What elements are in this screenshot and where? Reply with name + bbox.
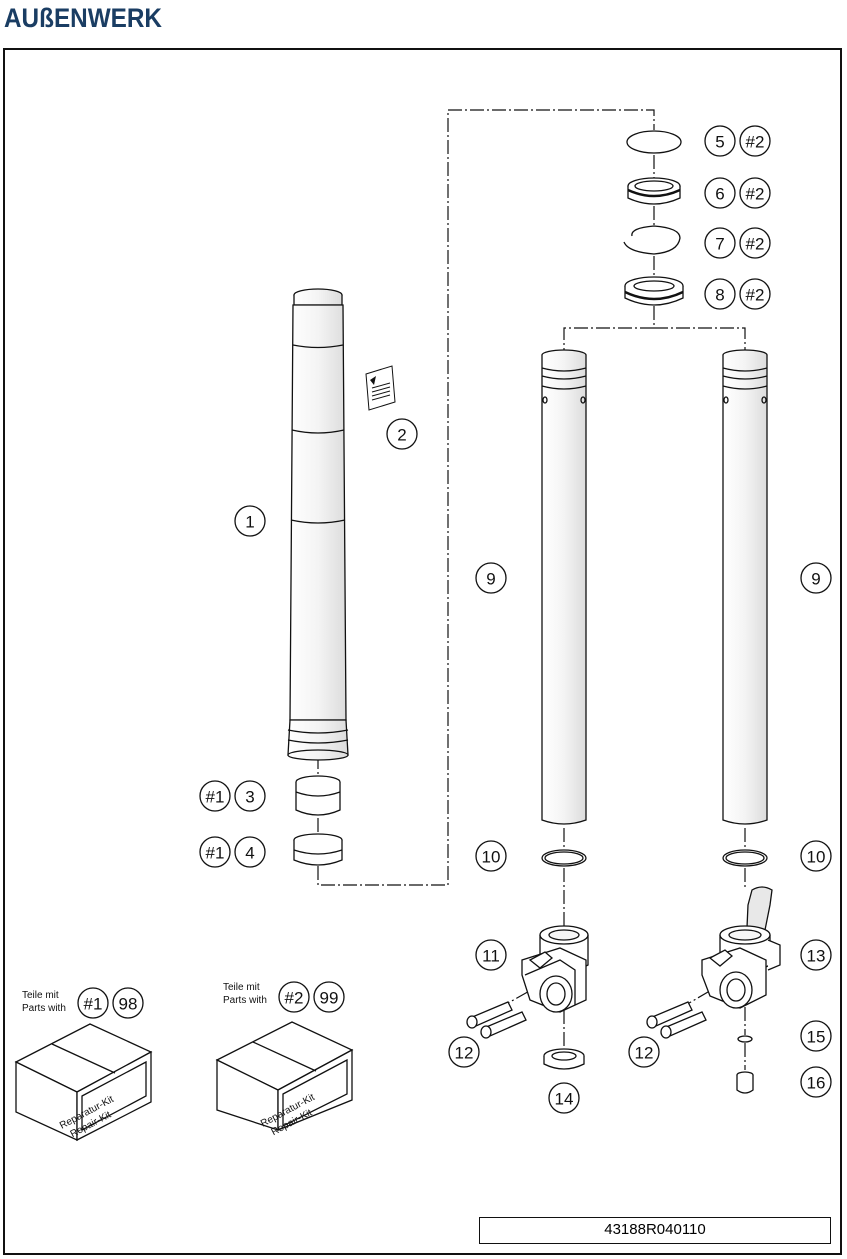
callout-kit2-6: #2 bbox=[746, 185, 765, 204]
inner-tube-left bbox=[541, 349, 587, 825]
outer-tube bbox=[287, 288, 349, 761]
bushing-3 bbox=[295, 775, 341, 816]
callout-kit2-7: #2 bbox=[746, 235, 765, 254]
bolt-16 bbox=[736, 1071, 754, 1094]
callout-98: 98 bbox=[119, 995, 138, 1014]
o-ring-left bbox=[541, 849, 587, 867]
inner-tube-right bbox=[722, 349, 768, 825]
callout-kit1-4: #1 bbox=[206, 844, 225, 863]
callout-14: 14 bbox=[555, 1090, 574, 1109]
callout-circles bbox=[77, 125, 832, 1114]
warning-decal bbox=[365, 365, 396, 411]
callout-10-right: 10 bbox=[807, 848, 826, 867]
seal-14 bbox=[543, 1048, 585, 1070]
callout-kit2-tag: #2 bbox=[285, 989, 304, 1008]
callout-6: 6 bbox=[715, 185, 724, 204]
axle-clamp-right bbox=[701, 886, 781, 1009]
callout-13: 13 bbox=[807, 947, 826, 966]
dust-seal-6 bbox=[627, 177, 681, 205]
kit2-label-line2: Parts with bbox=[223, 995, 267, 1006]
callout-12-left: 12 bbox=[455, 1044, 474, 1063]
callout-11: 11 bbox=[482, 947, 500, 966]
leader-line-main bbox=[317, 109, 655, 886]
callout-9-left: 9 bbox=[486, 570, 495, 589]
circlip-7 bbox=[623, 225, 681, 255]
callout-8: 8 bbox=[715, 286, 724, 305]
kit1-label-line2: Parts with bbox=[22, 1003, 66, 1014]
callout-3: 3 bbox=[245, 788, 254, 807]
callout-kit1-tag: #1 bbox=[84, 995, 103, 1014]
callout-12-right: 12 bbox=[635, 1044, 654, 1063]
callout-kit1-3: #1 bbox=[206, 788, 225, 807]
clamp-bolts-left bbox=[466, 1001, 527, 1039]
kit1-label-line1: Teile mit bbox=[22, 990, 59, 1001]
repair-kit-box-2 bbox=[215, 1021, 354, 1131]
callout-4: 4 bbox=[245, 844, 254, 863]
repair-kit-box-1 bbox=[14, 1023, 153, 1142]
o-ring-right bbox=[722, 849, 768, 867]
callout-1: 1 bbox=[245, 513, 254, 532]
dash-leader-lines bbox=[317, 109, 746, 1070]
seal-ring-5 bbox=[626, 130, 682, 154]
callout-kit2-8: #2 bbox=[746, 286, 765, 305]
callout-15: 15 bbox=[807, 1028, 826, 1047]
oil-seal-8 bbox=[624, 276, 684, 306]
callout-kit2-5: #2 bbox=[746, 133, 765, 152]
diagram-frame bbox=[3, 48, 842, 1255]
callout-5: 5 bbox=[715, 133, 724, 152]
washer-15 bbox=[737, 1035, 753, 1043]
axle-clamp-left bbox=[521, 925, 589, 1013]
bushing-4 bbox=[293, 833, 343, 866]
callout-7: 7 bbox=[715, 235, 724, 254]
clamp-bolts-right bbox=[646, 1001, 707, 1039]
callout-9-right: 9 bbox=[811, 570, 820, 589]
callout-16: 16 bbox=[807, 1074, 826, 1093]
page-title: AUßENWERK bbox=[4, 3, 162, 33]
callout-10-left: 10 bbox=[482, 848, 501, 867]
kit2-label-line1: Teile mit bbox=[223, 982, 260, 993]
callout-2: 2 bbox=[397, 426, 406, 445]
drawing-number: 43188R040110 bbox=[479, 1217, 831, 1244]
callout-99: 99 bbox=[320, 989, 339, 1008]
